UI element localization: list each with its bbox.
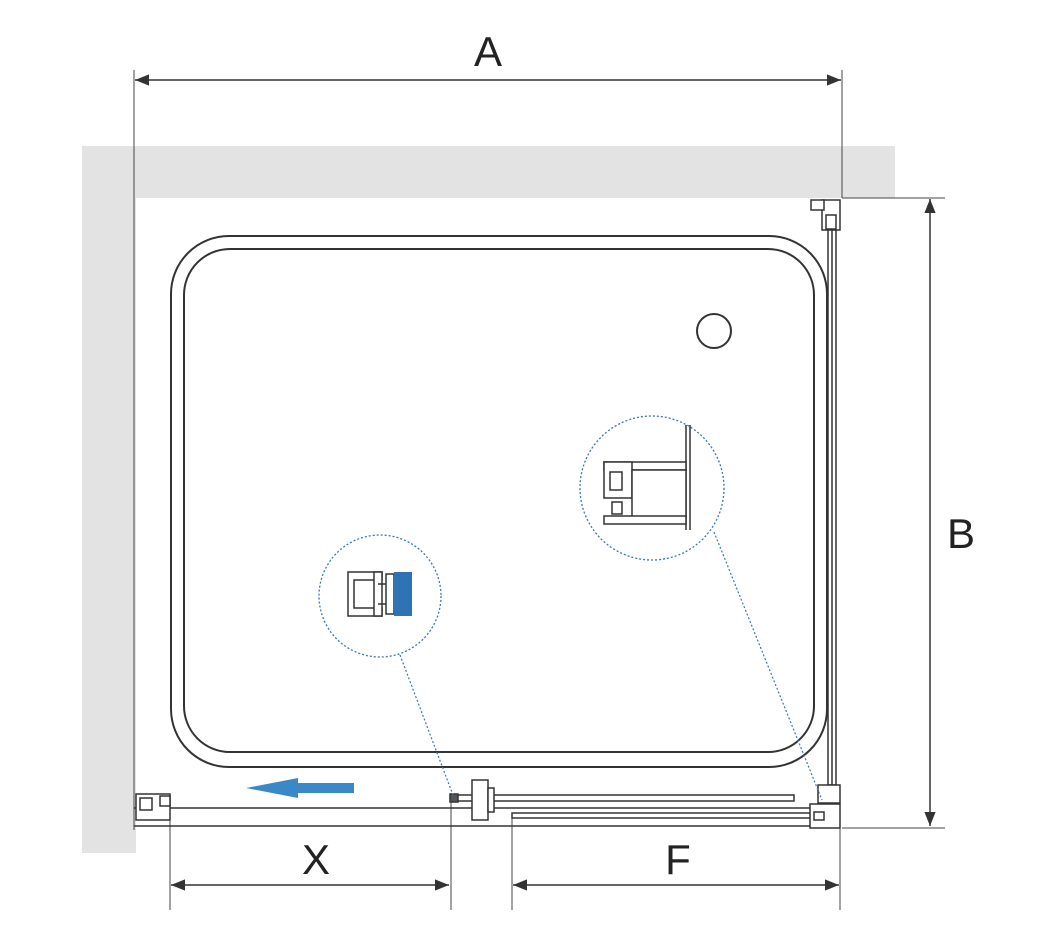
dimension-x-label: X	[302, 836, 330, 883]
seal-profile-icon	[347, 571, 395, 617]
drain-icon	[696, 313, 732, 349]
dimension-b-label: B	[947, 510, 975, 557]
right-side-panel	[810, 199, 841, 786]
corner-profile-icon	[603, 425, 691, 530]
shower-tray	[170, 235, 828, 768]
dimension-a: A	[135, 28, 841, 86]
seal-highlight	[394, 572, 412, 616]
wall-top	[82, 146, 895, 198]
dimension-f-label: F	[665, 836, 691, 883]
dimension-a-label: A	[474, 28, 502, 75]
door-handle	[449, 779, 495, 821]
corner-profile	[809, 784, 841, 829]
wall-left	[82, 146, 136, 853]
slide-left-arrow	[246, 778, 354, 798]
detail-callout-seal	[318, 534, 454, 796]
extension-lines	[133, 70, 945, 910]
dimension-f: F	[513, 836, 839, 891]
dimension-b: B	[924, 199, 975, 826]
detail-callout-corner	[579, 415, 823, 801]
dimension-x: X	[171, 836, 449, 891]
left-wall-profile	[135, 793, 171, 821]
